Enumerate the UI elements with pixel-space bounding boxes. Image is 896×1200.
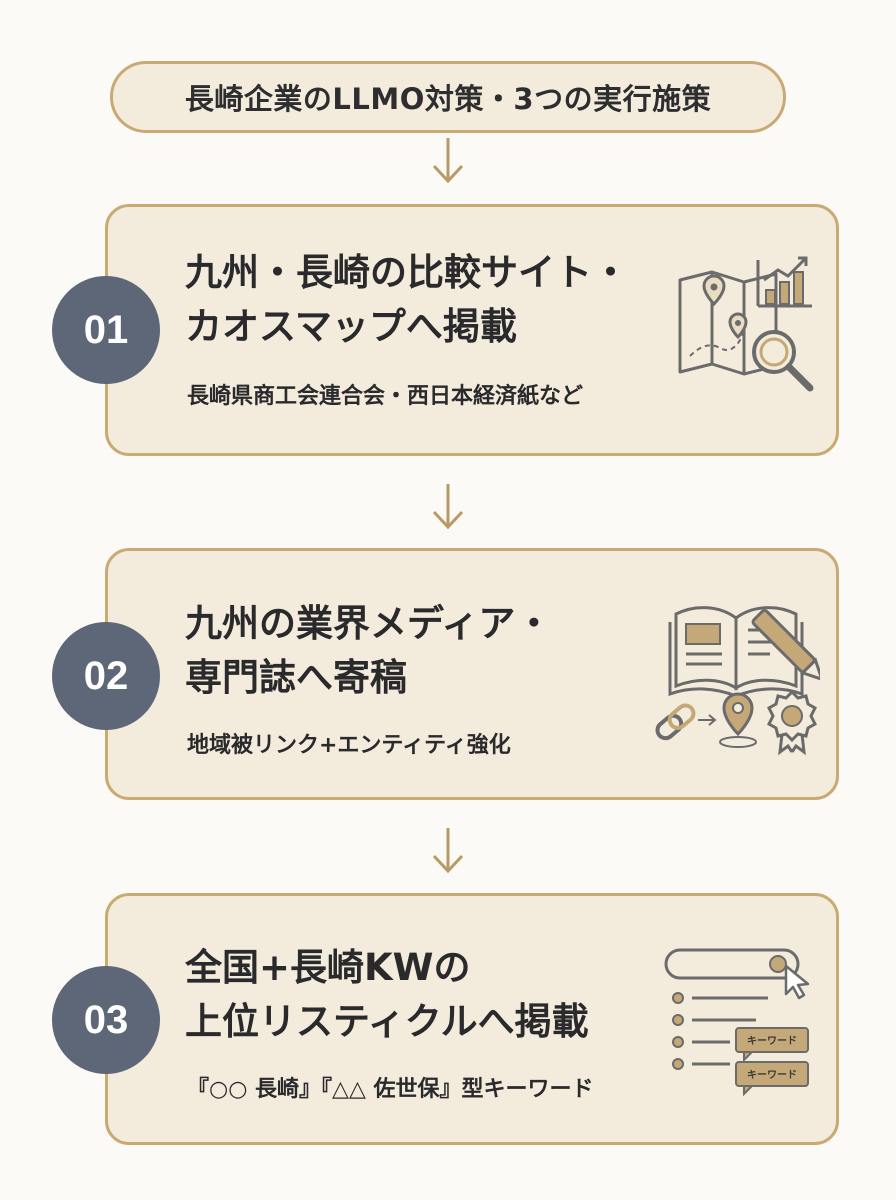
step-number-badge: 01 (52, 276, 160, 384)
book-pen-link-icon (655, 606, 820, 756)
step-title-line: 九州の業界メディア・ (185, 602, 553, 645)
arrow-down-icon (432, 138, 464, 184)
step-title: 九州・長崎の比較サイト・ カオスマップへ掲載 (185, 246, 675, 354)
step-subtitle: 地域被リンク+エンティティ強化 (187, 733, 511, 758)
step-number-badge: 03 (52, 966, 160, 1074)
step-title-line: 専門誌へ寄稿 (185, 656, 407, 699)
keyword-tag: キーワード (747, 1035, 797, 1047)
arrow-down-icon (432, 484, 464, 530)
step-subtitle: 『○○ 長崎』『△△ 佐世保』型キーワード (187, 1077, 594, 1102)
step-subtitle: 長崎県商工会連合会・西日本経済紙など (187, 384, 584, 409)
keyword-tag: キーワード (747, 1069, 797, 1081)
step-title: 全国+長崎KWの 上位リスティクルへ掲載 (185, 941, 675, 1049)
step-title: 九州の業界メディア・ 専門誌へ寄稿 (185, 597, 675, 705)
step-title-line: 上位リスティクルへ掲載 (185, 1000, 589, 1043)
arrow-down-icon (432, 828, 464, 874)
flow-title: 長崎企業のLLMO対策・3つの実行施策 (110, 61, 786, 133)
map-chart-search-icon (678, 256, 814, 392)
step-title-line: 全国+長崎KWの (185, 946, 471, 989)
step-title-line: 九州・長崎の比較サイト・ (185, 251, 629, 294)
search-keyword-list-icon: キーワード キーワード (664, 948, 810, 1097)
step-title-line: カオスマップへ掲載 (185, 305, 517, 348)
step-number-badge: 02 (52, 622, 160, 730)
